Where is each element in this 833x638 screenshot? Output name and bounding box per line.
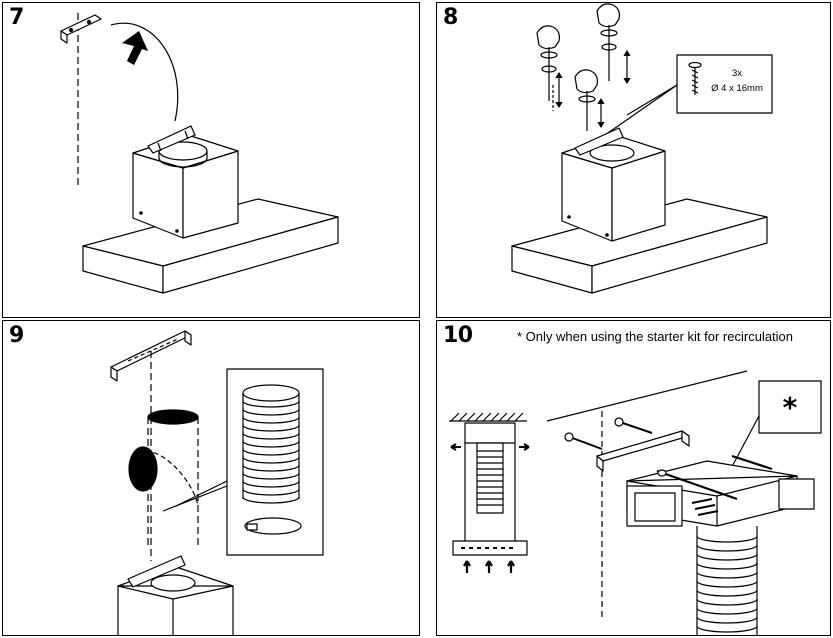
step-8-illustration: 3x Ø 4 x 16mm [511,3,773,294]
chimney-box [132,125,239,239]
step-number: 10 [443,323,473,348]
flex-duct [242,384,300,504]
chimney-box [561,127,666,242]
screw-quantity: 3x [732,68,742,79]
screw-callout: 3x Ø 4 x 16mm [604,54,773,136]
step-number: 8 [443,5,458,30]
hose-clamp-icon [244,517,302,535]
step-10-illustration: * [449,370,822,635]
recirculation-box [626,454,815,527]
step-10-panel: 10 * Only when using the starter kit for… [436,320,831,636]
mounting-bracket [596,430,690,472]
wall-plug-screw-icon [564,417,653,450]
screw-icon [688,61,702,95]
step-7-illustration [60,13,339,294]
step-9-panel: 9 [2,320,420,636]
chimney-box [117,555,234,635]
recirculation-note: * Only when using the starter kit for re… [517,329,794,344]
recirculation-unit [452,422,528,556]
ceiling-hatch [449,412,527,422]
screw-size: Ø 4 x 16mm [711,83,763,94]
asterisk-symbol: * [783,391,798,424]
asterisk-callout: * [726,380,822,477]
step-number: 9 [9,323,24,348]
hand-screwdriver-icon [596,3,631,84]
step-number: 7 [9,5,24,30]
duct-cap [128,446,158,492]
step-8-panel: 8 3x Ø 4 x 16mm [436,2,831,318]
airflow-arrow-icon [450,443,530,573]
hand-screwdriver-icon [536,25,563,111]
flex-duct [696,526,758,635]
duct-outline [137,409,199,546]
hand-screwdriver-icon [574,69,605,131]
wall-bracket [60,14,102,44]
step-9-illustration [110,330,324,635]
rotation-arrow-icon [122,31,148,65]
step-7-panel: 7 [2,2,420,318]
hood-canopy [82,198,339,294]
